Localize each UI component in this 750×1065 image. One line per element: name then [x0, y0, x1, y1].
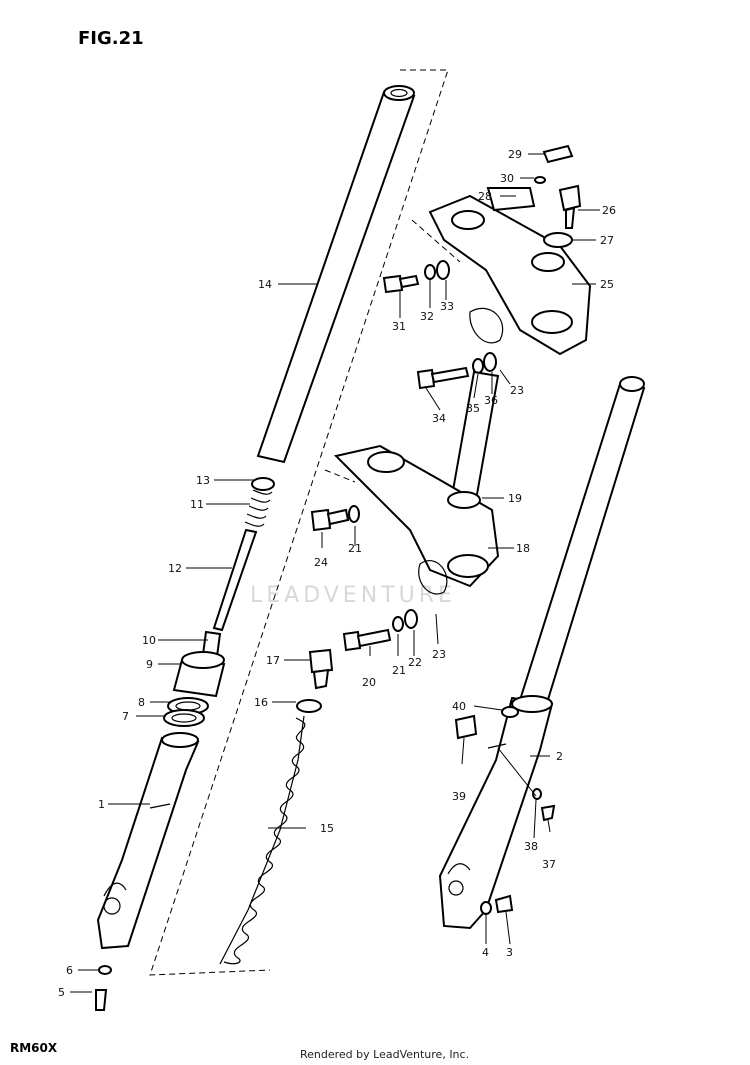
callout-7: 7 [122, 710, 129, 723]
inner-tube-left [256, 85, 416, 464]
cylinder-seal-parts [163, 630, 226, 727]
callout-18: 18 [516, 542, 530, 555]
fork-assembly-right [438, 376, 646, 930]
callout-32: 32 [420, 310, 434, 323]
callout-19: 19 [508, 492, 522, 505]
credit-line: Rendered by LeadVenture, Inc. [300, 1048, 469, 1061]
lower-bracket-bolt-right [342, 609, 418, 652]
callout-12: 12 [168, 562, 182, 575]
watermark-text: LEADVENTURE [250, 583, 456, 608]
outer-tube-left [96, 732, 200, 950]
fork-cap-bolt [308, 648, 334, 690]
callout-27: 27 [600, 234, 614, 247]
callout-15: 15 [320, 822, 334, 835]
drain-bolt-and-washer [95, 965, 112, 1011]
callout-8: 8 [138, 696, 145, 709]
callout-23-upper: 23 [510, 384, 524, 397]
callout-39: 39 [452, 790, 466, 803]
bracket-bolt-upper [382, 260, 450, 294]
figure-title: FIG.21 [78, 28, 144, 49]
callout-28: 28 [478, 190, 492, 203]
callout-26: 26 [602, 204, 616, 217]
callout-33: 33 [440, 300, 454, 313]
callout-14: 14 [258, 278, 272, 291]
callout-17: 17 [266, 654, 280, 667]
upper-bracket [428, 194, 592, 356]
callout-37: 37 [542, 858, 556, 871]
callout-20: 20 [362, 676, 376, 689]
callout-30: 30 [500, 172, 514, 185]
steering-stem-lower-bracket [334, 370, 500, 595]
fork-spring [219, 715, 306, 965]
callout-1: 1 [98, 798, 105, 811]
callout-34: 34 [432, 412, 446, 425]
callout-labels: 14 13 11 12 10 9 8 7 1 6 5 17 16 15 19 1… [58, 148, 616, 999]
callout-4: 4 [482, 946, 489, 959]
callout-5: 5 [58, 986, 65, 999]
o-ring [296, 699, 322, 713]
callout-29: 29 [508, 148, 522, 161]
lower-bracket-bolt-left [310, 505, 360, 532]
damper-rod-assembly [212, 477, 275, 632]
callout-23-lower: 23 [432, 648, 446, 661]
assembly-guide-lines [149, 69, 461, 976]
right-fork-hardware [454, 706, 556, 915]
callout-31: 31 [392, 320, 406, 333]
callout-21-upper: 21 [348, 542, 362, 555]
callout-6: 6 [66, 964, 73, 977]
callout-9: 9 [146, 658, 153, 671]
callout-36: 36 [484, 394, 498, 407]
model-code: RM60X [10, 1041, 58, 1055]
callout-22: 22 [408, 656, 422, 669]
callout-25: 25 [600, 278, 614, 291]
callout-13: 13 [196, 474, 210, 487]
callout-2: 2 [556, 750, 563, 763]
callout-24: 24 [314, 556, 328, 569]
callout-16: 16 [254, 696, 268, 709]
callout-10: 10 [142, 634, 156, 647]
callout-40: 40 [452, 700, 466, 713]
callout-21-lower: 21 [392, 664, 406, 677]
upper-bracket-hardware [486, 144, 582, 248]
callout-11: 11 [190, 498, 204, 511]
callout-leaders [70, 153, 600, 993]
callout-35: 35 [466, 402, 480, 415]
callout-3: 3 [506, 946, 513, 959]
callout-38: 38 [524, 840, 538, 853]
bracket-bolt-middle [416, 352, 497, 390]
